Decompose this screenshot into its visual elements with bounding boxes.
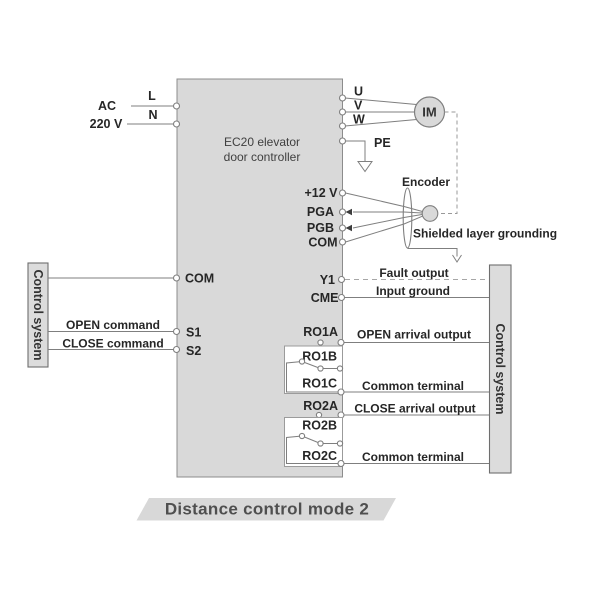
wire-ro1b-common — [286, 361, 341, 393]
terminal-label-ro2c: RO2C — [302, 449, 337, 463]
terminal-ro1a — [337, 338, 345, 347]
terminal-y1 — [337, 275, 346, 284]
terminal-label-y1: Y1 — [320, 273, 335, 287]
terminal-label-ro1a: RO1A — [303, 325, 338, 339]
relay-ro1-arm — [301, 361, 321, 369]
left-control-system: Control system COM OPEN command S1 CLOSE… — [27, 262, 214, 368]
terminal-label-12v: +12 V — [304, 186, 338, 200]
terminal-label-s1: S1 — [186, 326, 201, 340]
shield-grounding-note: Shielded layer grounding — [413, 227, 557, 241]
right-control-system: Control system — [488, 264, 512, 474]
terminal-label-pe: PE — [374, 136, 391, 150]
left-control-system-box — [27, 262, 49, 368]
pga-arrow-icon — [345, 208, 352, 216]
terminal-cme — [337, 293, 346, 302]
open-command-label: OPEN command — [66, 318, 160, 332]
terminal-label-cme: CME — [311, 291, 339, 305]
contact-ro2b — [298, 432, 306, 440]
terminal-label-ro1b: RO1B — [302, 350, 337, 364]
terminal-label-ro2a: RO2A — [303, 399, 338, 413]
terminal-s2 — [172, 345, 181, 354]
left-control-system-label: Control system — [31, 270, 45, 361]
terminal-label-l: L — [148, 89, 156, 103]
wire-pgb — [352, 214, 423, 229]
relay-ro1: RO1A OPEN arrival output RO1B RO1C Commo… — [284, 325, 489, 396]
contact-ro2a — [315, 411, 323, 419]
relay-ro2: RO2A CLOSE arrival output RO2B RO2C Comm… — [284, 399, 489, 468]
terminal-w — [338, 122, 347, 130]
terminal-pga — [338, 208, 347, 216]
motor-circuit: U V W IM PE — [338, 85, 458, 214]
terminal-label-ro1c: RO1C — [302, 377, 337, 391]
wire-com-encoder — [345, 215, 423, 243]
terminal-ro1c — [337, 388, 345, 396]
encoder-circle — [421, 205, 439, 222]
open-arrival-output-label: OPEN arrival output — [357, 328, 471, 342]
terminal-12v — [338, 189, 347, 197]
motor-encoder-dashed-link — [438, 111, 458, 214]
terminal-u — [338, 94, 347, 102]
common-terminal-label-1: Common terminal — [362, 379, 464, 393]
wire-w — [344, 119, 417, 127]
wire-u — [344, 97, 417, 105]
pgb-arrow-icon — [345, 224, 352, 232]
right-control-system-box — [488, 264, 512, 474]
terminal-label-w: W — [353, 113, 365, 127]
wire-pe — [345, 140, 366, 161]
earth-ground-icon — [357, 161, 373, 173]
contact-ro1-mid-left — [317, 365, 324, 372]
controller-title-line1: EC20 elevator — [224, 135, 300, 149]
terminal-v — [338, 108, 347, 116]
terminal-label-pga: PGA — [307, 205, 334, 219]
input-ground-label: Input ground — [376, 284, 450, 298]
terminal-label-n: N — [148, 108, 157, 122]
common-terminal-label-2: Common terminal — [362, 450, 464, 464]
shield-ground-arrow-icon — [452, 254, 462, 263]
controller-title-line2: door controller — [224, 150, 301, 164]
output-circuits: Y1 Fault output CME Input ground RO1A OP… — [284, 266, 489, 468]
terminal-label-pgb: PGB — [307, 221, 334, 235]
power-source-label-line1: AC — [98, 99, 116, 113]
encoder-title: Encoder — [402, 175, 450, 189]
fault-output-label: Fault output — [379, 266, 448, 280]
terminal-label-v: V — [354, 99, 363, 113]
shield-ground-wire — [407, 248, 458, 257]
door-controller-box — [176, 78, 343, 478]
relay-ro2-box — [284, 417, 343, 467]
terminal-s1 — [172, 327, 181, 336]
motor-label: IM — [422, 105, 436, 120]
terminal-label-com-encoder: COM — [308, 236, 337, 250]
caption-text: Distance control mode 2 — [165, 500, 369, 519]
contact-ro1-mid-right — [336, 365, 344, 372]
contact-ro2-mid-right — [336, 440, 344, 447]
wire-ro2b-common — [286, 435, 341, 464]
power-supply: AC 220 V L N — [90, 89, 181, 131]
caption-banner-shape — [136, 498, 396, 521]
terminal-com-left — [172, 274, 181, 282]
terminal-n — [172, 120, 181, 128]
terminal-label-s2: S2 — [186, 344, 201, 358]
contact-ro2-mid-left — [317, 440, 324, 447]
terminal-pe — [338, 137, 347, 145]
close-command-label: CLOSE command — [62, 337, 163, 351]
terminal-com-encoder — [338, 238, 347, 246]
close-arrival-output-label: CLOSE arrival output — [354, 402, 475, 416]
right-control-system-label: Control system — [493, 324, 507, 415]
door-controller: EC20 elevator door controller — [176, 78, 343, 478]
terminal-pgb — [338, 224, 347, 232]
terminal-label-u: U — [354, 85, 363, 99]
encoder-circuit: Encoder +12 V PGA PGB COM Shielded layer… — [304, 175, 557, 263]
contact-ro1b — [298, 358, 306, 365]
terminal-label-ro2b: RO2B — [302, 419, 337, 433]
caption-banner: Distance control mode 2 — [136, 498, 396, 521]
power-source-label-line2: 220 V — [90, 117, 123, 131]
terminal-label-com-left: COM — [185, 272, 214, 286]
wire-pga — [353, 211, 423, 214]
terminal-l — [172, 102, 181, 110]
terminal-ro2c — [337, 459, 345, 468]
relay-ro2-arm — [301, 435, 321, 444]
contact-ro1a — [317, 339, 324, 346]
cable-shield-ellipse — [402, 187, 413, 249]
